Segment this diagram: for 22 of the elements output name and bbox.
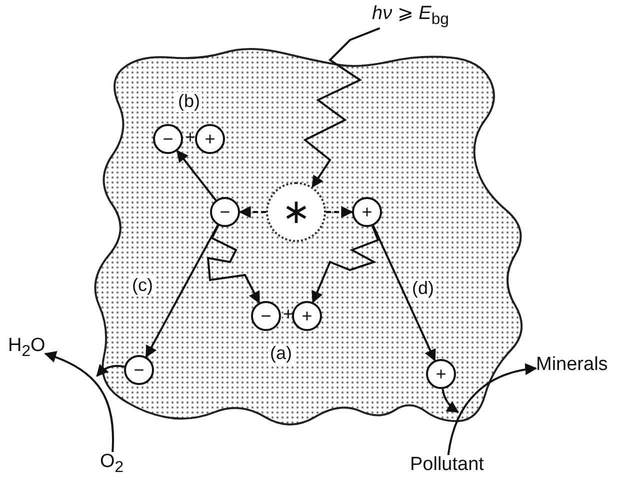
product-label: H$_{2}$O (8, 336, 46, 360)
arrow (447, 364, 538, 456)
arrow (238, 206, 266, 218)
arrow (326, 206, 354, 218)
arrow (442, 388, 459, 413)
zigzag-arrow (206, 224, 260, 304)
product-label: Minerals (536, 355, 608, 376)
reactant-label: Pollutant (410, 455, 484, 476)
arrow (145, 224, 219, 358)
plus-sign: + (184, 128, 197, 148)
process-label: (c) (130, 276, 155, 296)
process-label: (d) (410, 279, 436, 299)
plus-sign: + (282, 305, 295, 325)
process-label: (a) (268, 344, 294, 364)
reactant-label: O$_{2}$ (100, 452, 124, 476)
zigzag-arrow (312, 226, 380, 304)
wavy-arrow (303, 27, 380, 188)
arrow (372, 225, 436, 362)
arrow (44, 351, 114, 452)
arrow (176, 150, 217, 201)
photon-energy-label: hν ⩾ E$_{bg}$ (372, 4, 449, 28)
process-label: (b) (176, 92, 202, 112)
